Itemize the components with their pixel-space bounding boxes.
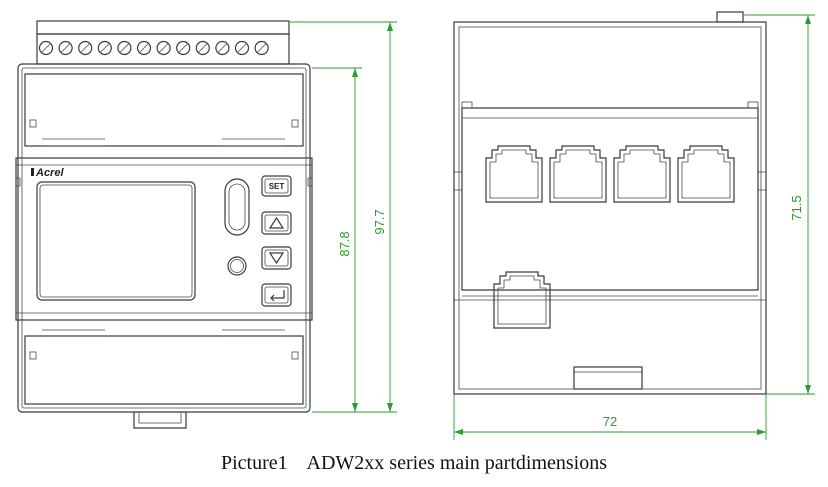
side-view (453, 11, 767, 395)
front-view: Acrel SET (15, 20, 313, 429)
rj45-port-icon (485, 145, 543, 203)
figure-caption: Picture1 ADW2xx series main partdimensio… (220, 452, 608, 474)
terminal-screw-icon (215, 40, 230, 56)
terminal-screw-icon (58, 40, 73, 56)
down-arrow-icon (268, 252, 285, 265)
top-tab (716, 11, 744, 23)
lower-cover (24, 335, 304, 405)
terminal-screws (38, 40, 269, 56)
terminal-screw-icon (117, 40, 132, 56)
terminal-screw-icon (38, 40, 54, 56)
oval-indicator (224, 178, 250, 236)
dim-front-inner-height: 87.8 (337, 231, 352, 256)
rj45-ports (485, 145, 735, 329)
dim-side-width: 72 (603, 414, 617, 429)
down-button[interactable] (261, 246, 292, 270)
connector-panel (461, 107, 759, 291)
front-dimensions: 87.8 97.7 (290, 21, 397, 413)
bottom-clip (573, 366, 643, 390)
terminal-screw-icon (254, 40, 269, 56)
upper-cover (24, 73, 304, 147)
up-button[interactable] (261, 211, 292, 235)
terminal-screw-icon (97, 40, 112, 56)
terminal-screw-icon (136, 40, 152, 56)
rj45-port-icon (677, 145, 735, 203)
knob-icon[interactable] (227, 256, 247, 276)
terminal-screw-icon (234, 40, 250, 56)
rj45-port-icon (493, 271, 551, 329)
side-dimensions: 71.5 72 (453, 14, 815, 440)
brand-name: Acrel (35, 167, 64, 179)
dim-side-height: 71.5 (789, 195, 804, 220)
set-button[interactable]: SET (261, 175, 292, 197)
front-body-outline (17, 63, 311, 413)
lcd-display (36, 181, 196, 301)
up-arrow-icon (268, 216, 285, 229)
rj45-port-icon (549, 145, 607, 203)
set-button-label: SET (269, 182, 285, 191)
terminal-screw-icon (176, 40, 191, 56)
terminal-screw-icon (78, 40, 93, 56)
enter-button[interactable] (261, 283, 292, 307)
terminal-screw-icon (195, 40, 210, 56)
brand-logo: Acrel (31, 167, 64, 179)
rj45-port-icon (613, 145, 671, 203)
dim-front-outer-height: 97.7 (372, 209, 387, 234)
enter-icon (270, 290, 285, 302)
side-body-outline (453, 21, 767, 395)
din-clip (133, 412, 187, 429)
face-panel (15, 157, 313, 321)
terminal-screw-icon (156, 40, 171, 56)
terminal-block (36, 20, 290, 65)
